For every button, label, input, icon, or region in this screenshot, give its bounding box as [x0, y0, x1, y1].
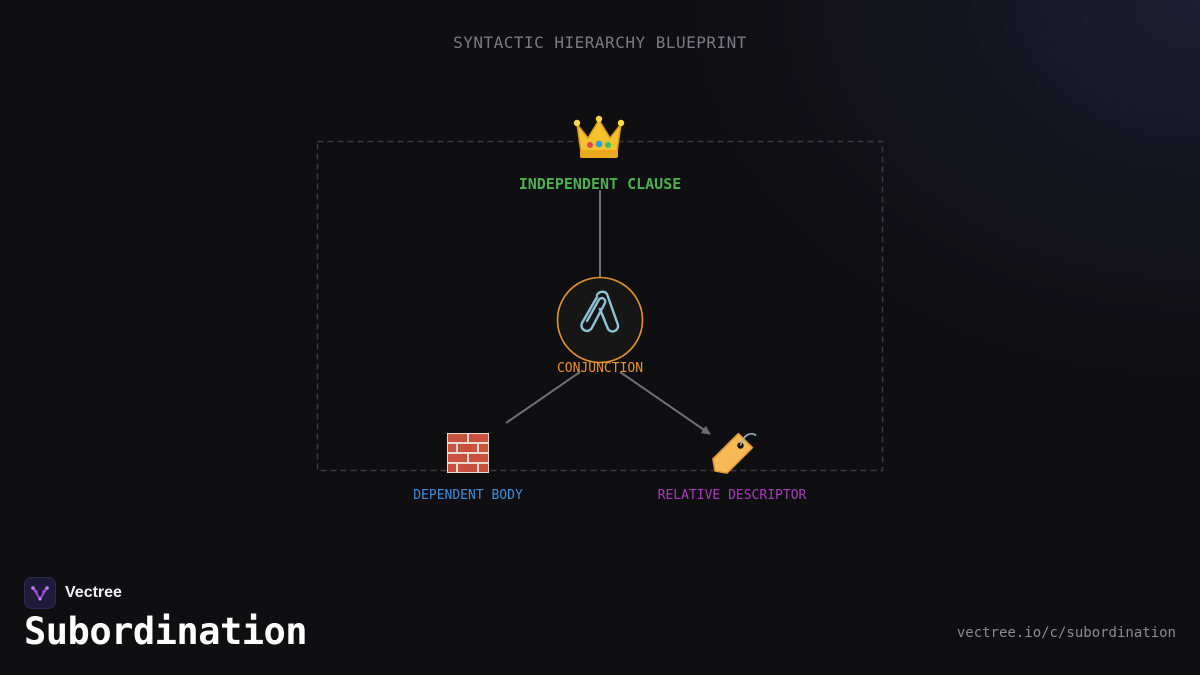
edge-conjunction-to-dependent — [505, 371, 581, 424]
page-title: Subordination — [24, 610, 308, 653]
page-url[interactable]: vectree.io/c/subordination — [956, 625, 1176, 641]
label-tag-icon — [712, 432, 757, 474]
edge-conjunction-to-relative — [619, 371, 711, 435]
conjunction-node — [556, 276, 644, 364]
node-label-dependent: DEPENDENT BODY — [413, 488, 523, 503]
brick-wall-icon — [447, 433, 489, 473]
node-label-conjunction: CONJUNCTION — [556, 361, 644, 376]
node-label-root: INDEPENDENT CLAUSE — [518, 175, 682, 193]
blueprint-title: SYNTACTIC HIERARCHY BLUEPRINT — [453, 33, 747, 52]
crown-icon — [573, 115, 625, 158]
brand: Vectree — [24, 577, 122, 609]
paperclips-icon — [580, 290, 620, 333]
vectree-logo-icon — [24, 577, 56, 609]
brand-name: Vectree — [65, 584, 122, 601]
node-label-relative: RELATIVE DESCRIPTOR — [657, 488, 807, 503]
